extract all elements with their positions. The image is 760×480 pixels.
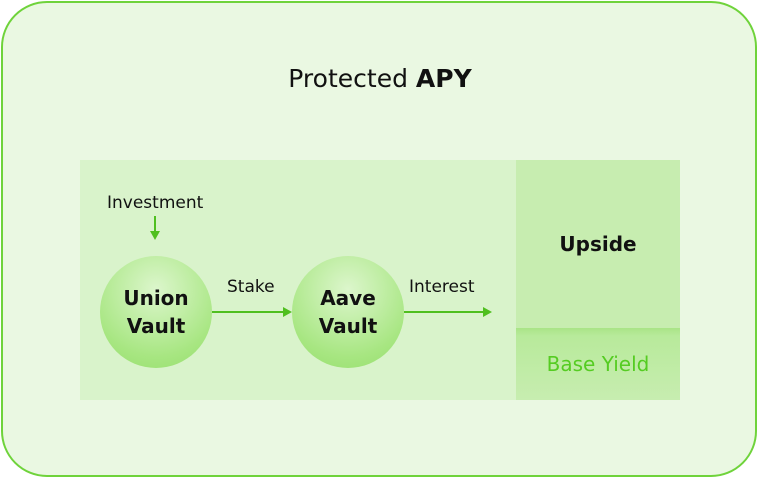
page-title: Protected APY [0, 64, 760, 93]
title-prefix: Protected [288, 64, 408, 93]
stake-arrow [212, 307, 292, 317]
aave-vault-line1: Aave [320, 286, 376, 310]
investment-arrow [150, 216, 160, 240]
union-vault-line1: Union [123, 286, 189, 310]
union-vault-node: Union Vault [100, 256, 212, 368]
upside-block: Upside [516, 160, 680, 328]
union-vault-line2: Vault [126, 314, 186, 338]
interest-label: Interest [409, 277, 475, 297]
title-emphasis: APY [415, 64, 472, 93]
investment-label: Investment [107, 193, 204, 213]
upside-label: Upside [559, 232, 637, 256]
aave-vault-line2: Vault [318, 314, 378, 338]
stake-label: Stake [227, 277, 275, 297]
interest-arrow [404, 307, 492, 317]
aave-vault-node: Aave Vault [292, 256, 404, 368]
base-yield-label: Base Yield [546, 352, 650, 376]
base-yield-block: Base Yield [516, 328, 680, 400]
